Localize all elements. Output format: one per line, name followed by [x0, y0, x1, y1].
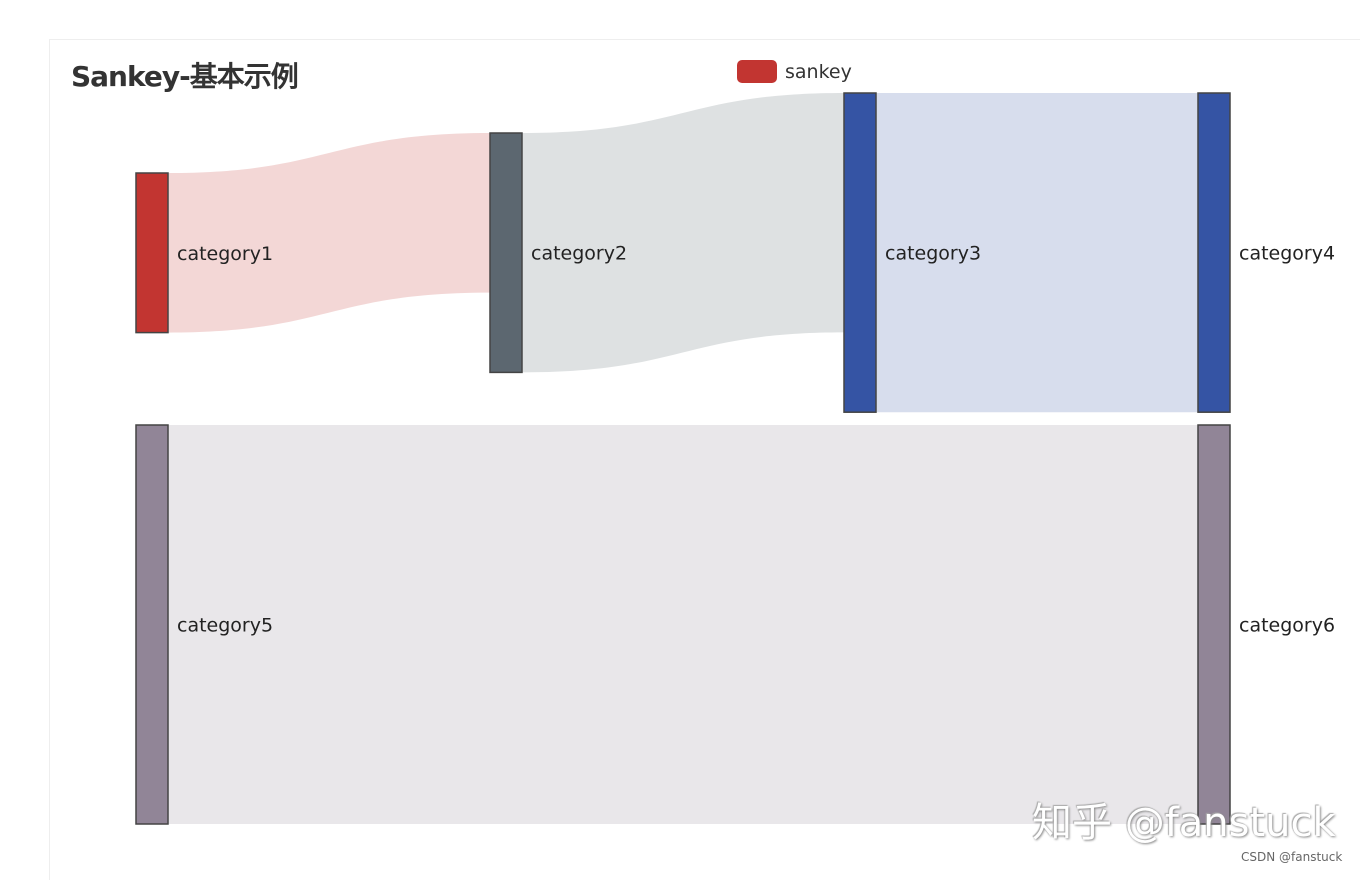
node-category6[interactable]: [1197, 424, 1231, 825]
zhihu-watermark: 知乎 @fanstuck: [1032, 800, 1336, 846]
chart-title: Sankey-基本示例: [71, 60, 299, 93]
node-label: category6: [1239, 615, 1335, 637]
legend-item-sankey[interactable]: sankey: [737, 60, 852, 83]
node-category5[interactable]: [135, 424, 169, 825]
node-category2[interactable]: [489, 132, 523, 374]
node-category3[interactable]: [843, 92, 877, 413]
link-category2-category3[interactable]: [522, 93, 844, 373]
chart-frame: [49, 39, 1360, 880]
node-label: category1: [177, 243, 273, 265]
legend-label: sankey: [785, 60, 852, 83]
link-category5-category6[interactable]: [168, 425, 1198, 824]
node-category1[interactable]: [135, 172, 169, 334]
node-category4[interactable]: [1197, 92, 1231, 413]
node-label: category3: [885, 243, 981, 265]
legend-swatch: [737, 60, 777, 83]
csdn-watermark: CSDN @fanstuck: [1241, 850, 1343, 864]
node-label: category5: [177, 615, 273, 637]
link-category1-category2[interactable]: [168, 133, 490, 333]
node-label: category4: [1239, 243, 1335, 265]
node-label: category2: [531, 243, 627, 265]
link-category3-category4[interactable]: [876, 93, 1198, 413]
